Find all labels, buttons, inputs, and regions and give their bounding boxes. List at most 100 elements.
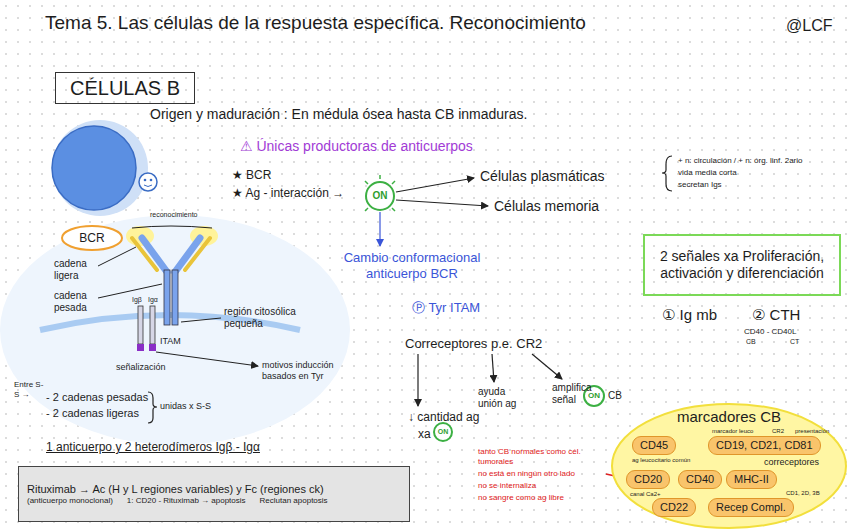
label-slot: tanto CB normales como cél. tumorales <box>478 447 603 466</box>
note-text: tanto CB normales como cél. tumorales <box>478 447 603 466</box>
node-text: CD20 <box>634 473 662 486</box>
label-slot: ★ Ag - interacción → <box>232 186 344 200</box>
title-slot: Tema 5. Las células de la respuesta espe… <box>45 12 586 34</box>
note-text: @LCF <box>786 16 832 35</box>
bcr-background <box>0 215 350 445</box>
on-rays <box>392 181 395 184</box>
antibody-figure <box>132 238 157 270</box>
marker-pill: CD22 <box>652 498 696 517</box>
note-text: señalización <box>116 362 166 373</box>
label-slot: Cambio conformacional anticuerpo BCR <box>330 250 494 281</box>
bcr-oval-shape <box>62 226 122 250</box>
on-circle: ON <box>434 423 452 441</box>
label-slot: 1 anticuerpo y 2 heterodímeros Igβ - Igα <box>46 440 260 454</box>
note-text: no está en ningún otro lado <box>478 469 603 479</box>
label-slot: secretan Igs <box>678 180 722 190</box>
on-circle-shape <box>366 182 394 210</box>
node-text: Reclutan apoptosis <box>260 496 328 506</box>
node-text: 2 señales xa Proliferación, activación y… <box>653 248 831 282</box>
label-slot: ★ BCR <box>232 168 271 182</box>
note-text: CB <box>608 390 622 402</box>
label-slot: ① Ig mb <box>662 306 717 324</box>
note-text: + n: circulación / + n: órg. linf. 2ario <box>678 156 803 166</box>
note-text: reconocimiento <box>150 211 197 219</box>
markers-ellipse-shape <box>612 404 846 528</box>
note-text: cadena ligera <box>54 258 98 282</box>
label-slot: CB <box>608 390 622 402</box>
note-text: ↓ cantidad ag <box>408 410 479 424</box>
braces <box>148 156 672 423</box>
label-slot: motivos inducción basados en Tyr <box>262 360 356 382</box>
antibody-figure <box>164 270 170 325</box>
note-text: ag leucocitario común <box>632 457 690 464</box>
b-cell-figure <box>144 179 147 182</box>
leader-lines <box>156 352 258 366</box>
antibody-figure <box>185 238 210 270</box>
label-slot: no se internaliza <box>478 481 536 491</box>
note-text: Células plasmáticas <box>480 168 605 185</box>
marker-pill: MHC-II <box>726 470 777 489</box>
node-text: CD45 <box>640 439 668 452</box>
note-text: vida media corta <box>678 168 737 178</box>
note-text: Ⓟ Tyr ITAM <box>412 300 480 316</box>
label-slot: + n: circulación / + n: órg. linf. 2ario <box>678 156 803 166</box>
b-cell-figure <box>52 120 157 216</box>
on-rays <box>392 208 395 211</box>
label-slot: CB <box>746 338 756 346</box>
note-text: CD40 - CD40L <box>744 327 796 337</box>
antibody-figure <box>40 226 300 351</box>
label-slot: ② CTH <box>752 306 800 324</box>
note-text: cadena pesada <box>54 290 98 314</box>
label-slot: Correceptores p.e. CR2 <box>405 336 542 352</box>
on-rays <box>365 208 368 211</box>
label-slot: vida media corta <box>678 168 737 178</box>
leader-lines <box>132 226 212 228</box>
label-slot: amplifica señal <box>552 382 602 406</box>
note-text: ② CTH <box>752 306 800 324</box>
label-slot: marcador leuco <box>712 428 753 435</box>
node-text: (anticuerpo monoclonal) <box>27 496 113 506</box>
note-text: ayuda unión ag <box>478 386 528 410</box>
note-text: ★ BCR <box>232 168 271 182</box>
note-text: Origen y maduración : En médula ósea has… <box>150 106 527 123</box>
node-text: ON <box>373 190 388 202</box>
label-slot: señalización <box>116 362 166 373</box>
label-slot: Entre S-S → <box>14 380 44 399</box>
note-text: presentación <box>795 428 829 435</box>
note-text: CD1, 2D, 3B <box>786 490 820 497</box>
note-text: Correceptores p.e. CR2 <box>405 336 542 352</box>
on-circle-shape <box>434 423 452 441</box>
label-slot: ITAM <box>160 336 181 347</box>
note-text: secretan Igs <box>678 180 722 190</box>
note-text: Células memoria <box>494 198 599 215</box>
label-slot: no sangre como ag libre <box>478 493 564 503</box>
node-text: CD22 <box>660 501 688 514</box>
flow-arrows <box>532 354 562 379</box>
label-slot: cadena pesada <box>54 290 98 314</box>
note-text: 1 anticuerpo y 2 heterodímeros Igβ - Igα <box>46 440 260 454</box>
on-rays <box>379 175 381 179</box>
note-text: ① Ig mb <box>662 306 717 324</box>
note-text: correceptores <box>764 457 819 468</box>
b-cell-figure <box>150 179 153 182</box>
marker-pill: CD19, CD21, CD81 <box>708 436 821 455</box>
node-text: Rituximab → Ac (H y L regiones variables… <box>27 483 401 496</box>
note-text: canal Ca2+ <box>630 491 661 498</box>
label-slot: Igα <box>148 296 158 304</box>
leader-lines <box>181 318 221 322</box>
b-cell-figure <box>52 126 136 210</box>
b-cell-figure <box>144 185 152 187</box>
antibody-figure <box>138 306 143 344</box>
label-slot: xa <box>418 427 431 441</box>
node-text: BCR <box>79 231 104 245</box>
marker-pill: CD20 <box>626 470 670 489</box>
on-rays <box>365 181 368 184</box>
note-text: Entre S-S → <box>14 380 44 399</box>
label-slot: CD1, 2D, 3B <box>786 490 820 497</box>
marker-pill: CD40 <box>678 470 722 489</box>
node-text: MHC-II <box>734 473 769 486</box>
note-text: motivos inducción basados en Tyr <box>262 360 356 382</box>
label-slot: Células plasmáticas <box>480 168 605 185</box>
node-text: CÉLULAS B <box>70 76 180 100</box>
